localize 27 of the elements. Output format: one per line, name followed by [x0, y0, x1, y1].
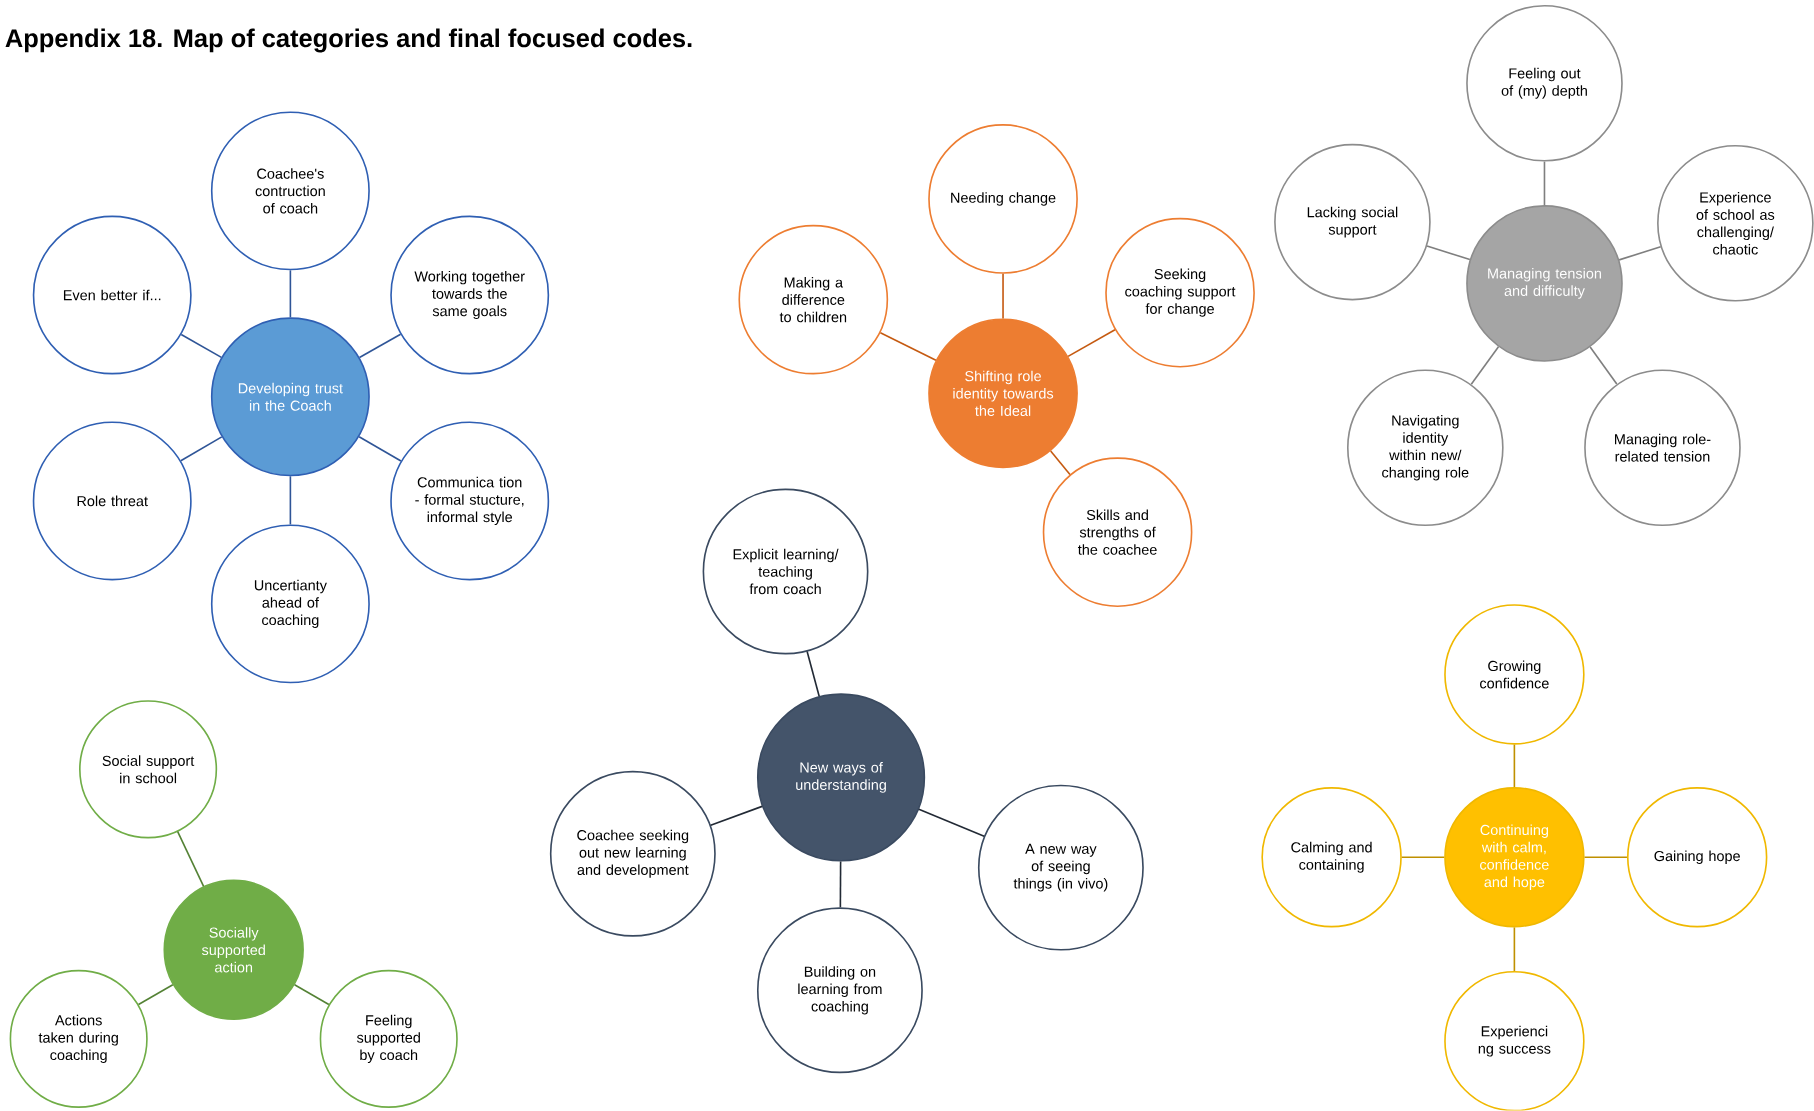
connector-line — [1589, 346, 1618, 386]
connector-line — [879, 332, 937, 362]
connector-line — [1470, 346, 1500, 386]
connector-line — [137, 984, 174, 1006]
connector-line — [176, 831, 205, 888]
connector-line — [358, 333, 402, 359]
connector-line — [289, 269, 292, 319]
connector-line — [1067, 329, 1116, 358]
connector-line — [1401, 856, 1445, 859]
connector-line — [839, 860, 842, 909]
connector-line — [358, 436, 402, 462]
connector-line — [1513, 926, 1516, 972]
connector-line — [289, 475, 292, 526]
connector-line — [1426, 245, 1471, 261]
connector-line — [180, 436, 223, 462]
connector-line — [1049, 450, 1071, 476]
connector-line — [709, 805, 763, 827]
connector-line — [1513, 744, 1516, 788]
title: Appendix 18. Map of categories and final focused codes. — [5, 28, 692, 53]
connector-line — [1543, 161, 1546, 207]
connector-line — [918, 808, 985, 838]
connector-line — [1583, 856, 1628, 859]
connector-line — [806, 650, 820, 698]
connector-line — [1002, 273, 1004, 320]
connector-line — [180, 333, 223, 359]
connector-line — [1618, 246, 1662, 261]
connector-line — [293, 984, 330, 1006]
